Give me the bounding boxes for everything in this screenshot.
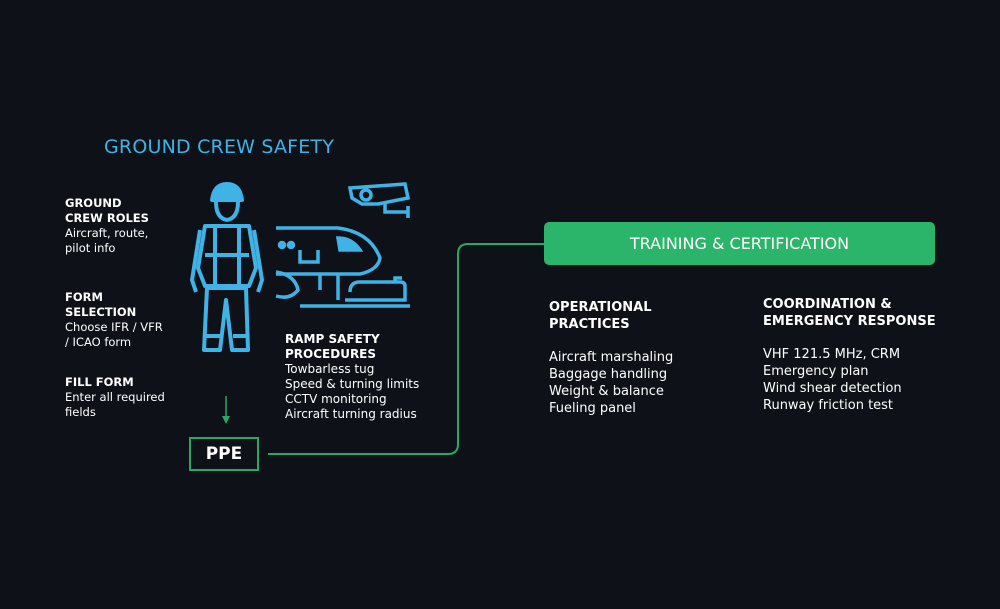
block-line: Baggage handling bbox=[549, 367, 668, 382]
block-line: Weight & balance bbox=[549, 384, 664, 399]
block-heading: PRACTICES bbox=[549, 317, 630, 332]
coordination-emergency-block: COORDINATION & EMERGENCY RESPONSE VHF 12… bbox=[763, 296, 936, 414]
block-line: Towbarless tug bbox=[285, 362, 375, 376]
block-heading: SELECTION bbox=[65, 305, 137, 319]
training-certification-box: TRAINING & CERTIFICATION bbox=[544, 222, 935, 265]
block-line: VHF 121.5 MHz, CRM bbox=[763, 347, 901, 362]
block-line: fields bbox=[65, 405, 96, 419]
ramp-safety-block: RAMP SAFETY PROCEDURES Towbarless tug Sp… bbox=[285, 332, 419, 422]
block-heading: COORDINATION & bbox=[763, 297, 892, 312]
block-line: Enter all required bbox=[65, 390, 165, 404]
operational-practices-block: OPERATIONAL PRACTICES Aircraft marshalin… bbox=[549, 299, 673, 417]
cctv-camera-icon bbox=[347, 182, 411, 218]
connector-line bbox=[268, 243, 544, 455]
block-line: Fueling panel bbox=[549, 401, 636, 416]
block-heading: EMERGENCY RESPONSE bbox=[763, 314, 936, 329]
block-heading: CREW ROLES bbox=[65, 211, 149, 225]
ppe-box: PPE bbox=[189, 437, 259, 471]
block-heading: FORM bbox=[65, 290, 103, 304]
block-line: pilot info bbox=[65, 241, 116, 255]
form-selection-block: FORM SELECTION Choose IFR / VFR / ICAO f… bbox=[65, 290, 163, 350]
aircraft-tug-icon bbox=[275, 226, 410, 308]
diagram-title: GROUND CREW SAFETY bbox=[104, 136, 335, 158]
block-heading: PROCEDURES bbox=[285, 347, 377, 361]
block-line: Emergency plan bbox=[763, 364, 869, 379]
ground-crew-roles-block: GROUND CREW ROLES Aircraft, route, pilot… bbox=[65, 196, 149, 256]
fill-form-block: FILL FORM Enter all required fields bbox=[65, 375, 165, 420]
block-heading: OPERATIONAL bbox=[549, 300, 652, 315]
block-heading: RAMP SAFETY bbox=[285, 332, 380, 346]
block-line: / ICAO form bbox=[65, 335, 132, 349]
block-line: Speed & turning limits bbox=[285, 377, 420, 391]
block-line: Choose IFR / VFR bbox=[65, 320, 163, 334]
arrow-head-icon bbox=[222, 416, 230, 424]
block-line: Runway friction test bbox=[763, 398, 894, 413]
block-heading: FILL FORM bbox=[65, 375, 134, 389]
block-heading: GROUND bbox=[65, 196, 122, 210]
block-line: Aircraft turning radius bbox=[285, 407, 417, 421]
block-line: CCTV monitoring bbox=[285, 392, 387, 406]
block-line: Wind shear detection bbox=[763, 381, 902, 396]
block-line: Aircraft, route, bbox=[65, 226, 149, 240]
ground-crew-worker-icon bbox=[190, 182, 264, 352]
block-line: Aircraft marshaling bbox=[549, 350, 674, 365]
